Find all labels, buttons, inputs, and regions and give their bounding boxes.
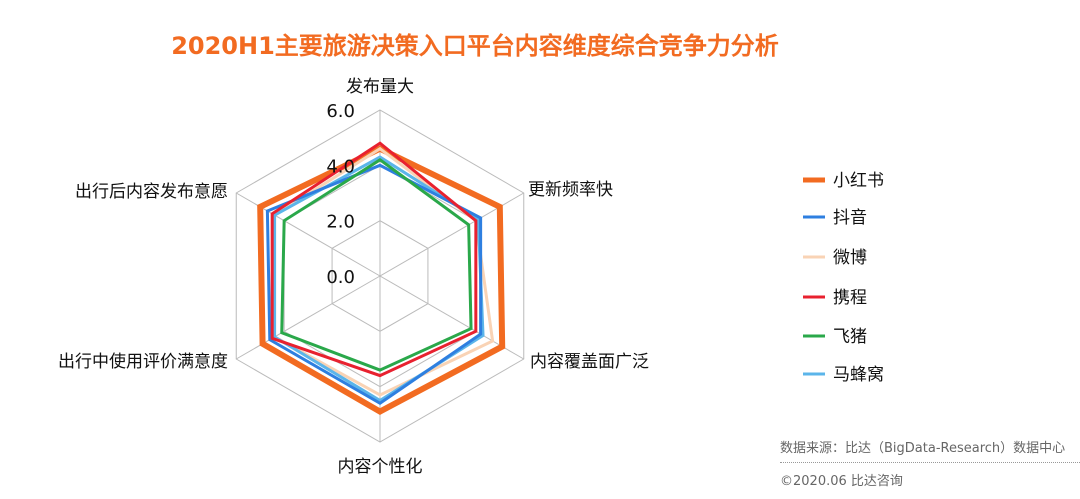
series-抖音 bbox=[265, 163, 483, 406]
axis-label: 内容个性化 bbox=[338, 457, 423, 477]
axis-label: 发布量大 bbox=[346, 77, 414, 97]
divider bbox=[780, 462, 1080, 463]
legend-label: 小红书 bbox=[833, 171, 884, 191]
legend-label: 抖音 bbox=[833, 208, 867, 228]
axis-label: 更新频率快 bbox=[528, 180, 613, 200]
series-小红书 bbox=[257, 145, 506, 415]
legend-label: 微博 bbox=[833, 248, 867, 268]
chart-title: 2020H1主要旅游决策入口平台内容维度综合竞争力分析 bbox=[171, 32, 779, 60]
tick-label: 4.0 bbox=[326, 156, 355, 177]
axis-label: 内容覆盖面广泛 bbox=[530, 352, 649, 372]
axis-line bbox=[235, 275, 381, 360]
axis-label: 出行中使用评价满意度 bbox=[58, 351, 228, 372]
tick-label: 0.0 bbox=[326, 267, 355, 288]
legend-label: 携程 bbox=[833, 288, 867, 308]
series-飞猪 bbox=[280, 157, 473, 372]
copyright: ©2020.06 比达咨询 bbox=[780, 474, 903, 489]
source-note: 数据来源：比达（BigData-Research）数据中心 bbox=[780, 441, 1066, 456]
tick-label: 2.0 bbox=[326, 212, 355, 233]
axis-label: 出行后内容发布意愿 bbox=[75, 182, 228, 202]
legend-label: 马蜂窝 bbox=[833, 365, 884, 385]
tick-label: 6.0 bbox=[326, 101, 355, 122]
legend-label: 飞猪 bbox=[833, 327, 867, 347]
series-携程 bbox=[270, 141, 478, 378]
series-马蜂窝 bbox=[273, 155, 485, 403]
